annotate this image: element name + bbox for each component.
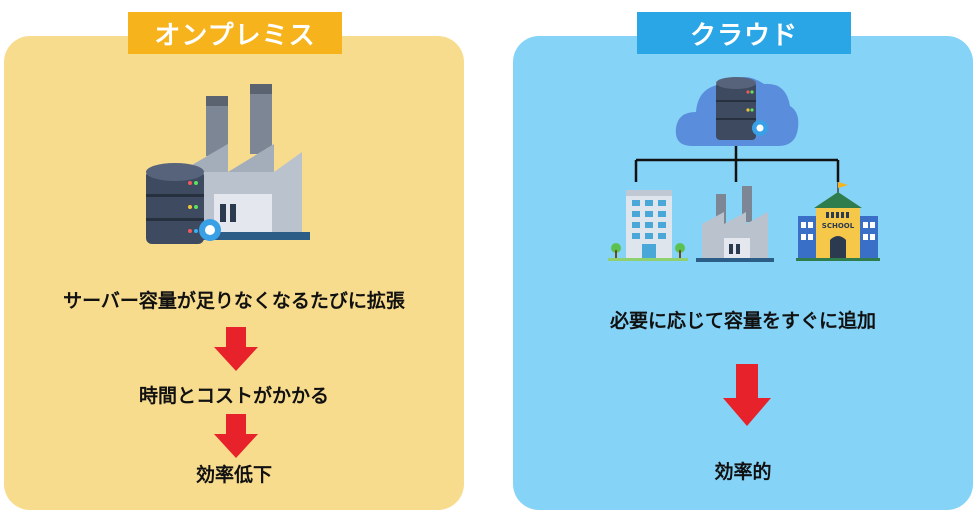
onprem-title: オンプレミス bbox=[128, 12, 342, 54]
connector-lines bbox=[634, 146, 840, 182]
arrow-down-icon bbox=[214, 414, 258, 458]
cloud-step-2: 効率的 bbox=[714, 461, 772, 483]
office-building-icon bbox=[608, 190, 688, 261]
cloud-step-1: 必要に応じて容量をすぐに追加 bbox=[609, 310, 876, 332]
factory-icon bbox=[696, 186, 774, 262]
factory-server-icon bbox=[146, 84, 310, 244]
arrow-down-icon bbox=[723, 364, 771, 426]
school-sign: SCHOOL bbox=[822, 222, 855, 230]
school-icon: SCHOOL bbox=[796, 182, 880, 261]
onprem-step-1: サーバー容量が足りなくなるたびに拡張 bbox=[63, 290, 405, 312]
gear-icon bbox=[199, 219, 221, 241]
arrow-down-icon bbox=[214, 327, 258, 371]
cloud-title: クラウド bbox=[637, 12, 851, 54]
onprem-step-3: 効率低下 bbox=[195, 464, 272, 486]
cloud-server-icon bbox=[675, 77, 799, 146]
onprem-step-2: 時間とコストがかかる bbox=[138, 385, 329, 407]
